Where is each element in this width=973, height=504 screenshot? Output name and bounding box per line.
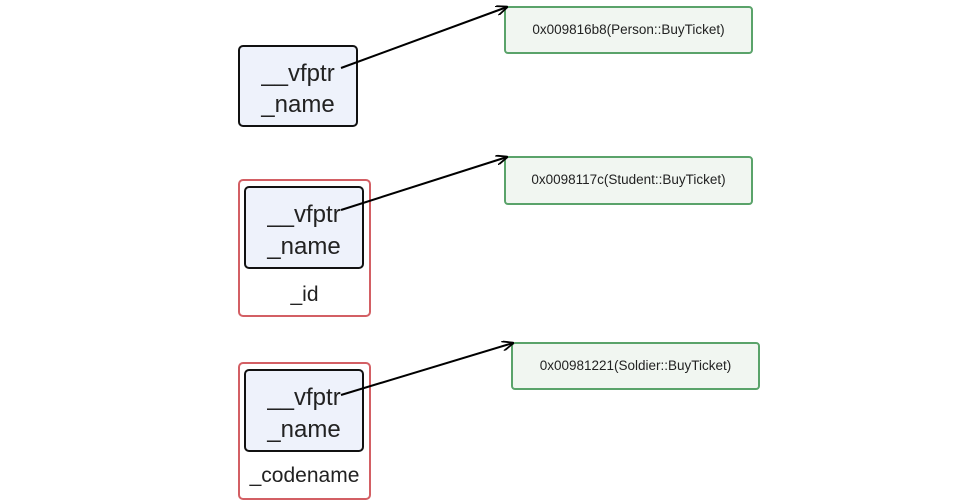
soldier-name-field: _name	[267, 416, 341, 443]
person-vfptr-field: __vfptr	[261, 60, 335, 87]
student-id-field: _id	[290, 283, 319, 306]
soldier-vfptr-field: __vfptr	[267, 384, 341, 411]
person-vtable-entry: 0x009816b8(Person::BuyTicket)	[504, 6, 753, 54]
soldier-vtable-entry: 0x00981221(Soldier::BuyTicket)	[511, 342, 760, 390]
student-vfptr-field: __vfptr	[267, 201, 341, 228]
student-base-block: __vfptr _name	[244, 186, 364, 269]
student-name-field: _name	[267, 233, 341, 260]
soldier-codename-field: _codename	[249, 464, 360, 487]
soldier-base-block: __vfptr _name	[244, 369, 364, 452]
person-vfptr-arrow	[340, 7, 507, 69]
student-vtable-entry: 0x0098117c(Student::BuyTicket)	[504, 156, 753, 205]
person-name-field: _name	[261, 91, 335, 118]
person-base-block: __vfptr _name	[238, 45, 358, 127]
